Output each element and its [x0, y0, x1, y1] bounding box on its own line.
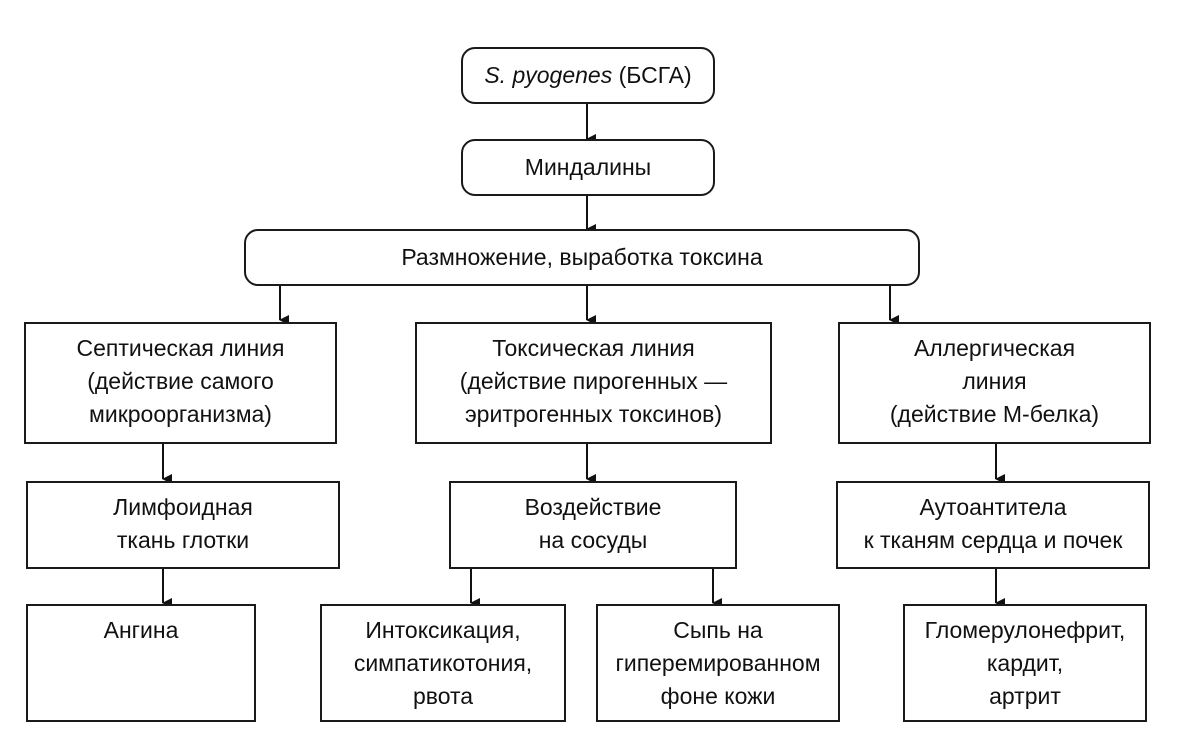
septic-title-line: Септическая линия	[76, 335, 285, 361]
rash-line: фоне кожи	[660, 683, 776, 709]
node-lymphoid-tissue: Лимфоидная ткань глотки	[26, 481, 340, 569]
glomerulonephritis-line: Гломерулонефрит,	[924, 617, 1126, 643]
node-tonsils-label: Миндалины	[524, 154, 652, 180]
allergic-title-line: Аллергическая	[913, 335, 1076, 361]
toxic-title-line: (действие пирогенных —	[459, 368, 728, 394]
intoxication-line: Интоксикация,	[365, 617, 521, 643]
angina-line: Ангина	[103, 617, 179, 643]
vascular-line: на сосуды	[538, 527, 648, 553]
intoxication-line: рвота	[412, 683, 474, 709]
node-tonsils: Миндалины	[461, 139, 715, 196]
lymphoid-line: Лимфоидная	[113, 494, 253, 520]
toxic-title-line: Токсическая линия	[492, 335, 695, 361]
septic-title-line: микроорганизма)	[89, 401, 272, 427]
lymphoid-line: ткань глотки	[116, 527, 250, 553]
node-reproduction: Размножение, выработка токсина	[244, 229, 920, 286]
rash-line: Сыпь на	[673, 617, 763, 643]
node-reproduction-label: Размножение, выработка токсина	[401, 244, 763, 270]
node-angina: Ангина	[26, 604, 256, 722]
intoxication-line: симпатикотония,	[353, 650, 533, 676]
autoantibodies-line: к тканям сердца и почек	[863, 527, 1123, 553]
node-intoxication: Интоксикация, симпатикотония, рвота	[320, 604, 566, 722]
vascular-line: Воздействие	[524, 494, 662, 520]
autoantibodies-line: Аутоантитела	[919, 494, 1067, 520]
glomerulonephritis-line: кардит,	[986, 650, 1064, 676]
node-allergic-line: Аллергическая линия (действие М-белка)	[838, 322, 1151, 444]
node-toxic-line: Токсическая линия (действие пирогенных —…	[415, 322, 772, 444]
septic-title-line: (действие самого	[87, 368, 274, 394]
node-septic-line: Септическая линия (действие самого микро…	[24, 322, 337, 444]
node-rash: Сыпь на гиперемированном фоне кожи	[596, 604, 840, 722]
toxic-title-line: эритрогенных токсинов)	[464, 401, 723, 427]
node-s-pyogenes: S. pyogenes (БСГА)	[461, 47, 715, 104]
node-glomerulonephritis: Гломерулонефрит, кардит, артрит	[903, 604, 1147, 722]
node-autoantibodies: Аутоантитела к тканям сердца и почек	[836, 481, 1150, 569]
rash-line: гиперемированном	[615, 650, 821, 676]
allergic-title-line: (действие М-белка)	[889, 401, 1100, 427]
glomerulonephritis-line: артрит	[989, 683, 1061, 709]
node-s-pyogenes-label: S. pyogenes (БСГА)	[484, 62, 692, 88]
node-vascular-effect: Воздействие на сосуды	[449, 481, 737, 569]
allergic-title-line: линия	[962, 368, 1027, 394]
